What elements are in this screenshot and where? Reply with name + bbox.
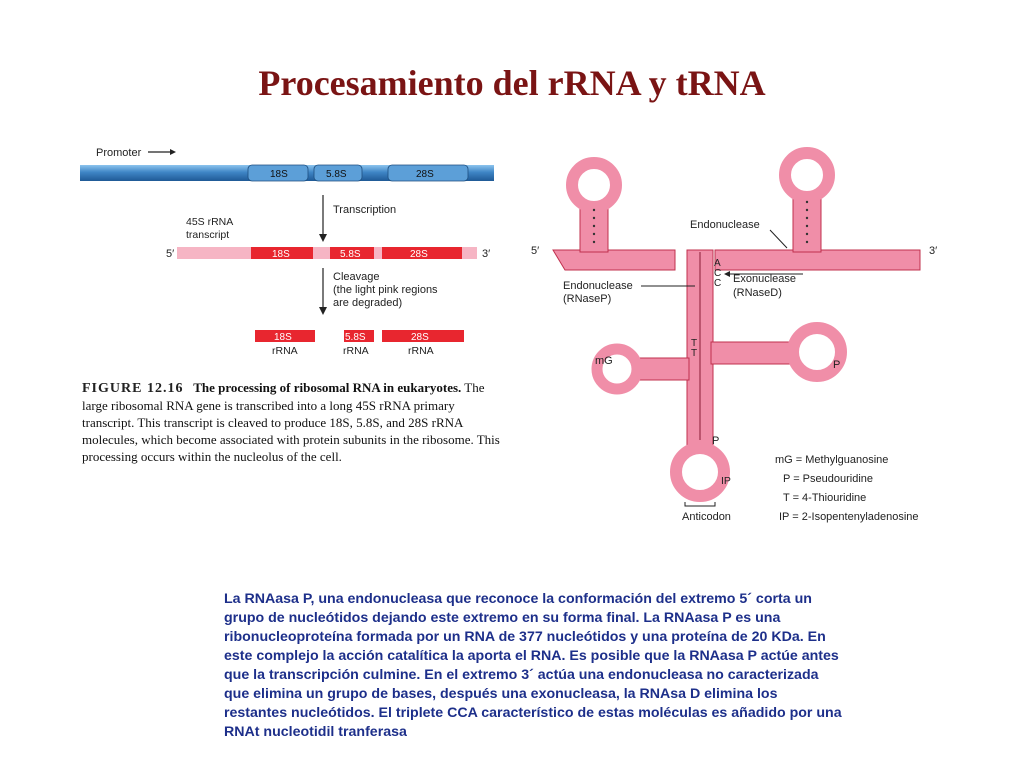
p-label-stem: P xyxy=(712,435,719,447)
endonuclease-label: Endonuclease xyxy=(690,219,760,231)
transcript-three-prime: 3′ xyxy=(482,248,490,260)
product-18s-type: rRNA xyxy=(272,345,298,357)
product-18s-bar xyxy=(255,330,315,342)
tt-base-1: T xyxy=(691,338,697,349)
acc-base-3: C xyxy=(714,278,721,289)
endonuclease-p-label-1: Endonuclease xyxy=(563,280,633,292)
left-top-loop xyxy=(566,157,622,213)
transcript-label-1: 45S rRNA xyxy=(186,216,233,228)
product-18s-name: 18S xyxy=(274,332,292,343)
figure-label: FIGURE 12.16 xyxy=(82,381,184,396)
gene-segment-28s xyxy=(387,164,469,182)
transcript-28s xyxy=(382,247,462,259)
tt-base-2: T xyxy=(691,348,697,359)
product-28s-name: 28S xyxy=(411,332,429,343)
product-28s-type: rRNA xyxy=(408,345,434,357)
acc-base-1: A xyxy=(714,258,721,269)
cleavage-line-1: Cleavage xyxy=(333,271,379,283)
gene-label-28s: 28S xyxy=(416,169,434,180)
trna-five-prime: 5′ xyxy=(531,245,539,257)
transcript-58s xyxy=(330,247,374,259)
promoter-arrowhead xyxy=(170,149,176,155)
page-title: Procesamiento del rRNA y tRNA xyxy=(258,63,766,103)
gene-label-58s: 5.8S xyxy=(326,169,347,180)
trna-cloverleaf-diagram: 5′ 3′ Endonuclease Endonuclease (RNaseP)… xyxy=(531,147,937,523)
gene-label-18s: 18S xyxy=(270,169,288,180)
product-58s-type: rRNA xyxy=(343,345,369,357)
p-label-right: P xyxy=(833,359,840,371)
transcription-arrowhead xyxy=(319,234,327,242)
transcription-label: Transcription xyxy=(333,204,396,216)
product-58s-name: 5.8S xyxy=(345,332,366,343)
product-28s-bar xyxy=(382,330,464,342)
transcript-label-58s: 5.8S xyxy=(340,249,361,260)
right-top-loop xyxy=(779,147,835,203)
gene-segment-58s xyxy=(313,164,363,182)
endonuclease-pointer xyxy=(769,229,788,249)
product-58s-bar xyxy=(344,330,374,342)
anticodon-bracket xyxy=(684,502,716,507)
transcript-five-prime: 5′ xyxy=(166,248,174,260)
gene-segment-18s xyxy=(247,164,309,182)
figure-caption-text: The large ribosomal RNA gene is transcri… xyxy=(82,380,500,464)
figure-caption: FIGURE 12.16 The processing of ribosomal… xyxy=(82,379,502,465)
promoter-label: Promoter xyxy=(96,147,142,159)
legend-item-p: P = Pseudouridine xyxy=(783,473,873,485)
endonuclease-p-label-2: (RNaseP) xyxy=(563,293,611,305)
rrna-processing-diagram: Promoter 18S 5.8S 28S Transcription 45S … xyxy=(80,147,494,357)
cleavage-arrowhead xyxy=(319,307,327,315)
legend-item-mg: mG = Methylguanosine xyxy=(775,454,888,466)
right-arm-loop xyxy=(787,322,847,382)
cleavage-line-3: are degraded) xyxy=(333,297,402,309)
legend-item-t: T = 4-Thiouridine xyxy=(783,492,866,504)
transcript-label-28s: 28S xyxy=(410,249,428,260)
ip-label: IP xyxy=(721,475,731,487)
exonuclease-arrowhead xyxy=(724,271,730,277)
anticodon-label: Anticodon xyxy=(682,511,731,523)
transcript-18s xyxy=(251,247,313,259)
exonuclease-label-1: Exonuclease xyxy=(733,273,796,285)
anticodon-loop xyxy=(670,442,730,502)
exonuclease-label-2: (RNaseD) xyxy=(733,287,782,299)
explanation-paragraph: La RNAasa P, una endonucleasa que recono… xyxy=(224,591,842,740)
acc-base-2: C xyxy=(714,268,721,279)
transcript-label-18s: 18S xyxy=(272,249,290,260)
base-pair-dots xyxy=(592,200,809,244)
legend-item-ip: IP = 2-Isopentenyladenosine xyxy=(779,511,919,523)
mg-label: mG xyxy=(595,355,613,367)
figure-caption-bold: The processing of ribosomal RNA in eukar… xyxy=(193,380,462,395)
left-arm-loop xyxy=(591,343,643,395)
trna-three-prime: 3′ xyxy=(929,245,937,257)
transcript-label-2: transcript xyxy=(186,229,229,241)
cleavage-line-2: (the light pink regions xyxy=(333,284,438,296)
